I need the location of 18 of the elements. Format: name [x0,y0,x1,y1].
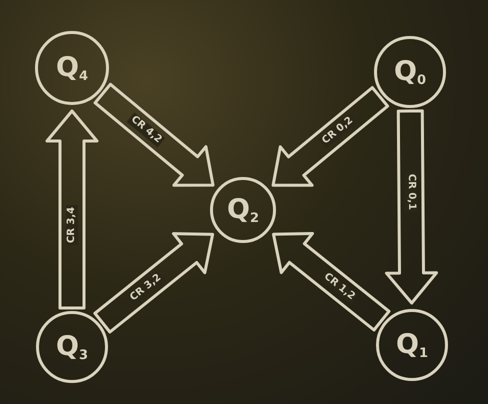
state-label: Q$_{1}$ [396,330,428,360]
block-arrow [385,109,438,304]
block-arrow [272,232,390,332]
state-label: Q$_{0}$ [394,58,426,86]
state-circle [376,309,448,381]
state-circle [36,311,108,383]
state-label: Q$_{3}$ [56,332,88,362]
edge-label: CR 0,1 [404,172,418,212]
block-arrow [93,232,214,334]
block-arrow [272,86,390,187]
state-label: Q$_{2}$ [227,196,259,224]
edge-label: CR 3,4 [66,204,78,245]
block-arrow [46,110,98,310]
block-arrow [94,82,214,187]
state-circle [35,31,109,105]
state-circle [374,36,446,108]
state-label: Q$_{4}$ [56,54,88,82]
state-circle [210,177,276,243]
